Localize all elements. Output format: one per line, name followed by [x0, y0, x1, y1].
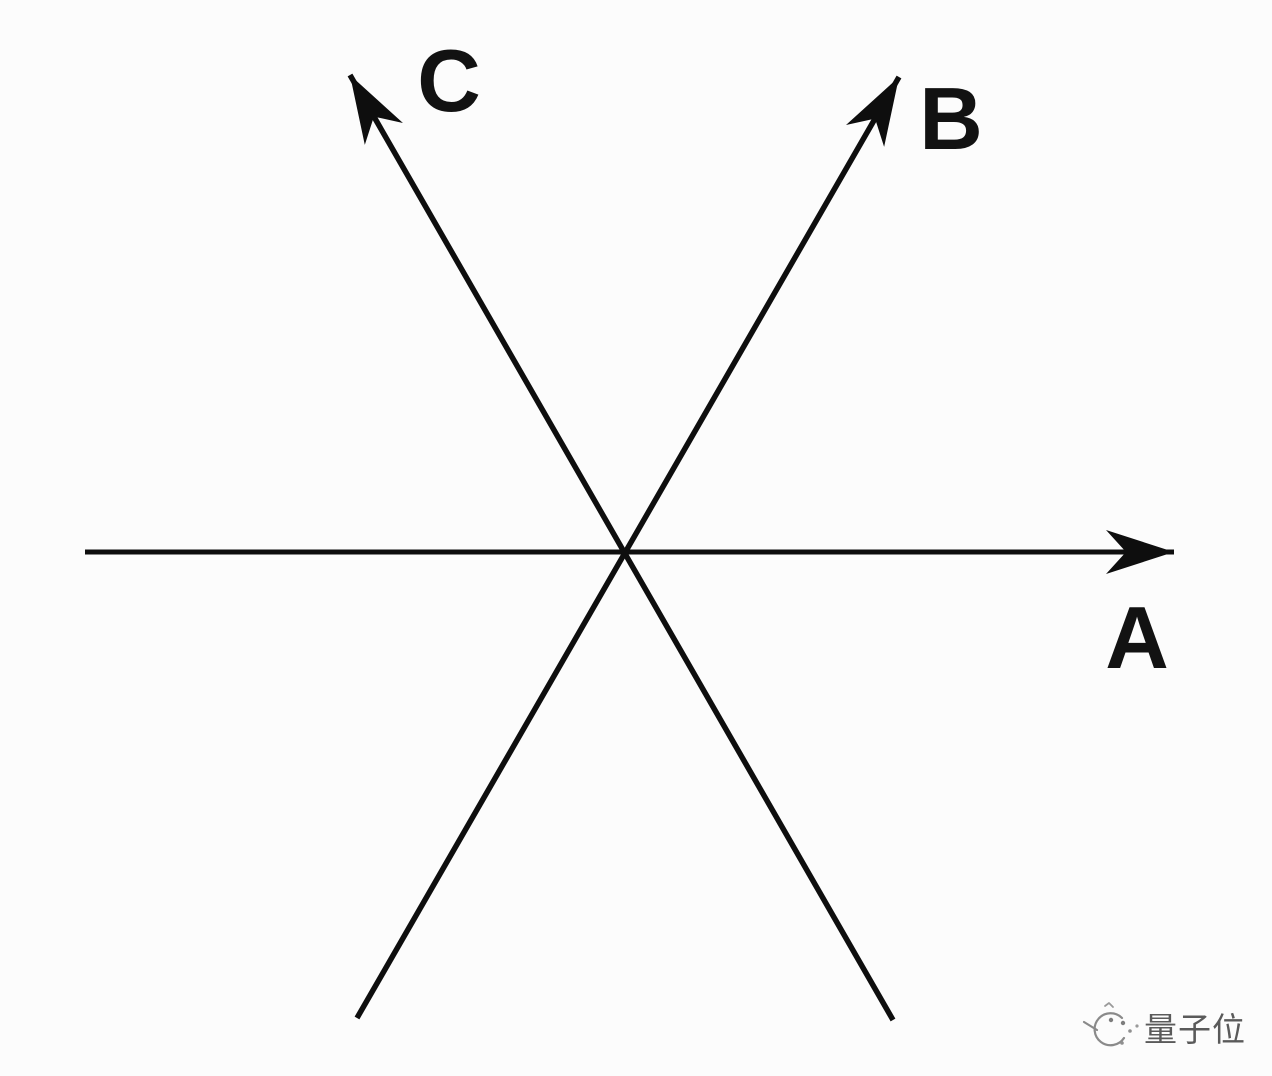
watermark: 量子位	[1078, 998, 1246, 1060]
axis-label-b: B	[919, 69, 983, 168]
watermark-brand-text: 量子位	[1144, 1010, 1246, 1048]
axis-label-a: A	[1105, 588, 1169, 687]
axis-c-line	[347, 73, 896, 1022]
axis-label-c: C	[417, 31, 481, 130]
axis-b-line	[354, 75, 902, 1020]
qbitai-logo-icon	[1082, 1002, 1139, 1047]
